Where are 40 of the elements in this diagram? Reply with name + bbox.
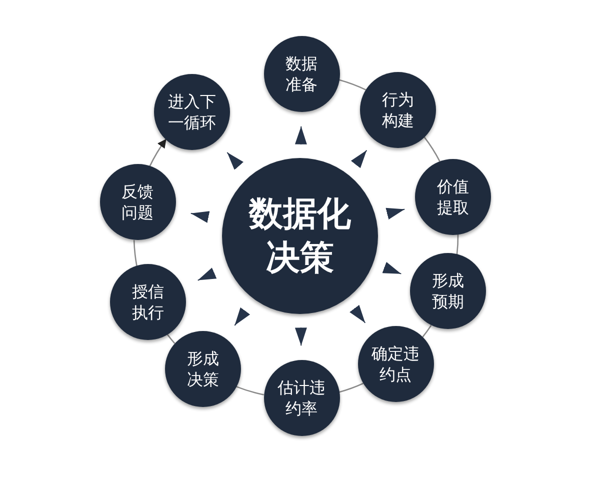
triangle-arrow xyxy=(350,150,368,168)
circle-node xyxy=(100,164,176,240)
connector-line xyxy=(422,324,432,338)
connector-line xyxy=(339,79,366,90)
circle-node xyxy=(165,330,242,407)
connector-line xyxy=(166,334,176,344)
triangle-arrow xyxy=(234,307,250,326)
triangle-arrow xyxy=(350,304,366,324)
node-label: 数据准备 xyxy=(284,53,319,96)
node-label: 估计违约率 xyxy=(276,376,327,419)
arrow xyxy=(149,138,166,167)
node-label: 形成预期 xyxy=(431,270,466,312)
circle-node xyxy=(264,36,340,112)
connector-line xyxy=(236,386,264,396)
circle-node xyxy=(154,74,230,150)
triangle-arrow xyxy=(386,208,406,220)
node-label: 反馈问题 xyxy=(120,181,155,224)
triangle-arrow xyxy=(294,126,307,145)
circle-node xyxy=(110,264,186,340)
circle-node xyxy=(415,158,492,235)
circle-node xyxy=(410,253,486,330)
node-label: 形成决策 xyxy=(186,348,220,390)
node-label: 数据化决策 xyxy=(248,193,352,280)
node-label: 确定违约点 xyxy=(370,342,421,385)
triangle-arrow xyxy=(190,211,210,223)
triangle-arrow xyxy=(226,152,244,170)
connector-line xyxy=(456,234,459,254)
node-label: 行为构建 xyxy=(380,89,415,132)
triangle-arrow xyxy=(294,327,307,346)
triangle-arrow xyxy=(382,262,402,274)
connector-line xyxy=(133,240,138,266)
node-label: 价值提取 xyxy=(436,176,470,218)
node-label: 授信执行 xyxy=(131,280,165,323)
circle-node xyxy=(360,72,436,148)
circle-node xyxy=(264,360,340,436)
connector-line xyxy=(339,382,364,393)
connector-line xyxy=(424,136,440,162)
node-label: 进入下一循环 xyxy=(166,90,217,133)
circle-node xyxy=(358,326,434,402)
triangle-arrow xyxy=(197,268,217,281)
